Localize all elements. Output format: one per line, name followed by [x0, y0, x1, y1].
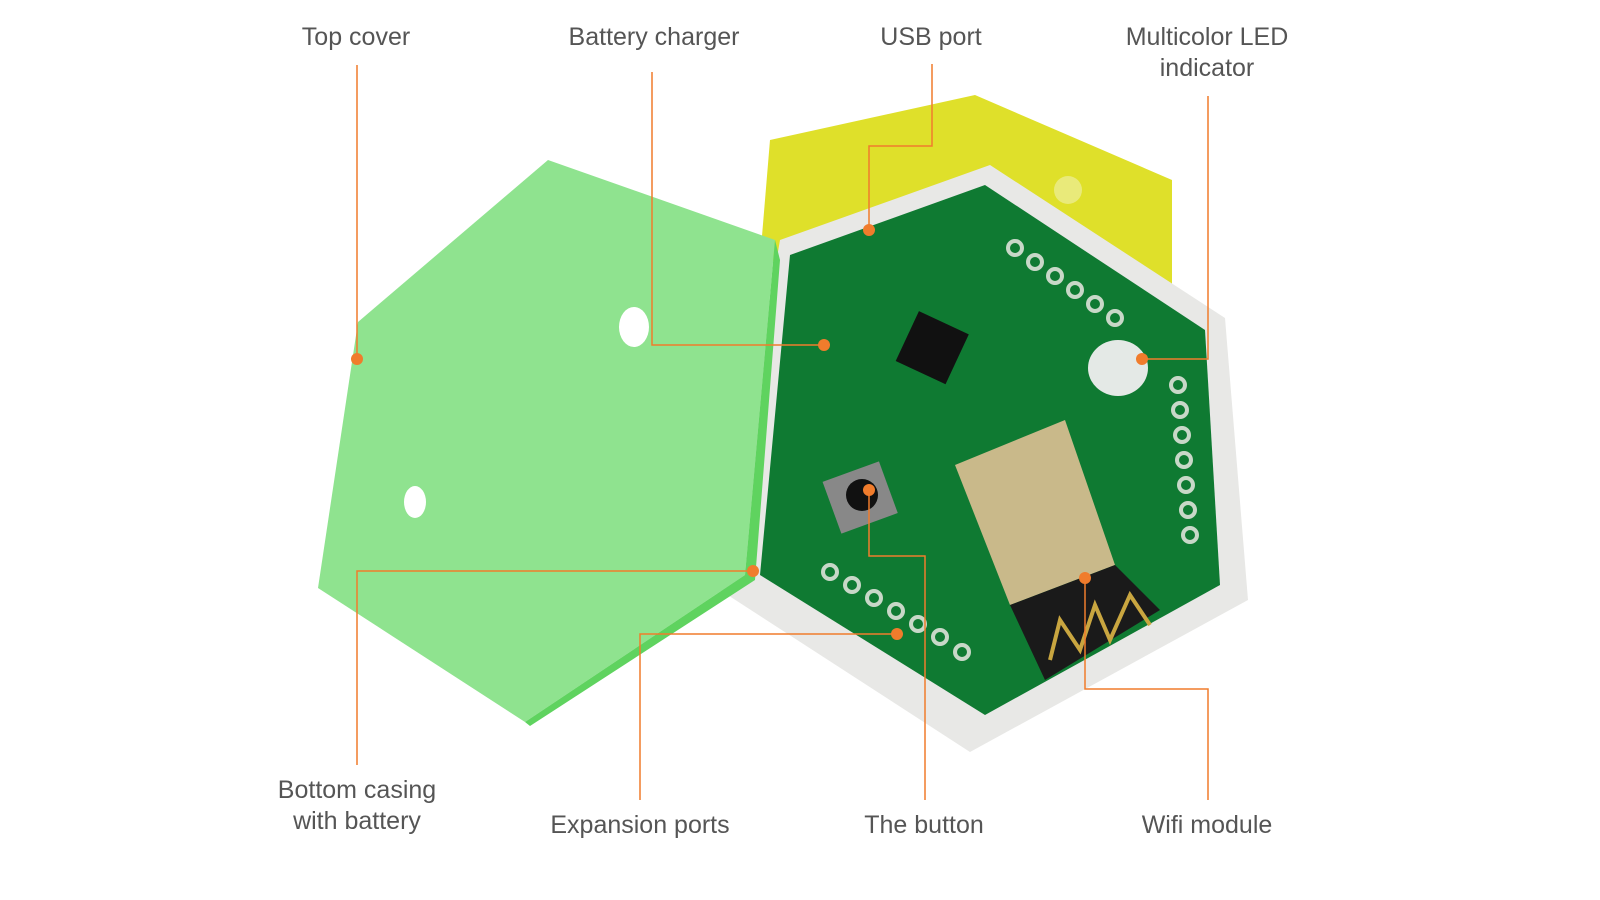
label-line: Bottom casing: [277, 776, 437, 804]
label-expansion-ports: Expansion ports: [550, 811, 730, 839]
label-wifi-module: Wifi module: [1141, 811, 1273, 839]
push-button: [846, 479, 878, 511]
cover-hole: [404, 486, 426, 518]
label-multicolor-led: Multicolor LED indicator: [1126, 22, 1289, 84]
led: [1088, 340, 1148, 396]
label-usb-port: USB port: [880, 23, 982, 51]
label-line: indicator: [1159, 54, 1255, 82]
wifi-module: [955, 420, 1115, 605]
top-cover: [318, 160, 775, 722]
label-line: with battery: [293, 807, 421, 835]
leader-dots: [351, 224, 1148, 640]
mount-hole: [1054, 176, 1082, 204]
label-the-button: The button: [864, 811, 984, 839]
cover-hole: [619, 307, 649, 347]
leader-lines: [356, 64, 1209, 800]
chip: [895, 311, 969, 385]
label-battery-charger: Battery charger: [568, 23, 740, 51]
expansion-pins: [821, 239, 1199, 661]
label-line: Multicolor LED: [1125, 23, 1289, 51]
label-top-cover: Top cover: [301, 23, 411, 51]
label-bottom-casing: Bottom casing with battery: [278, 775, 436, 837]
